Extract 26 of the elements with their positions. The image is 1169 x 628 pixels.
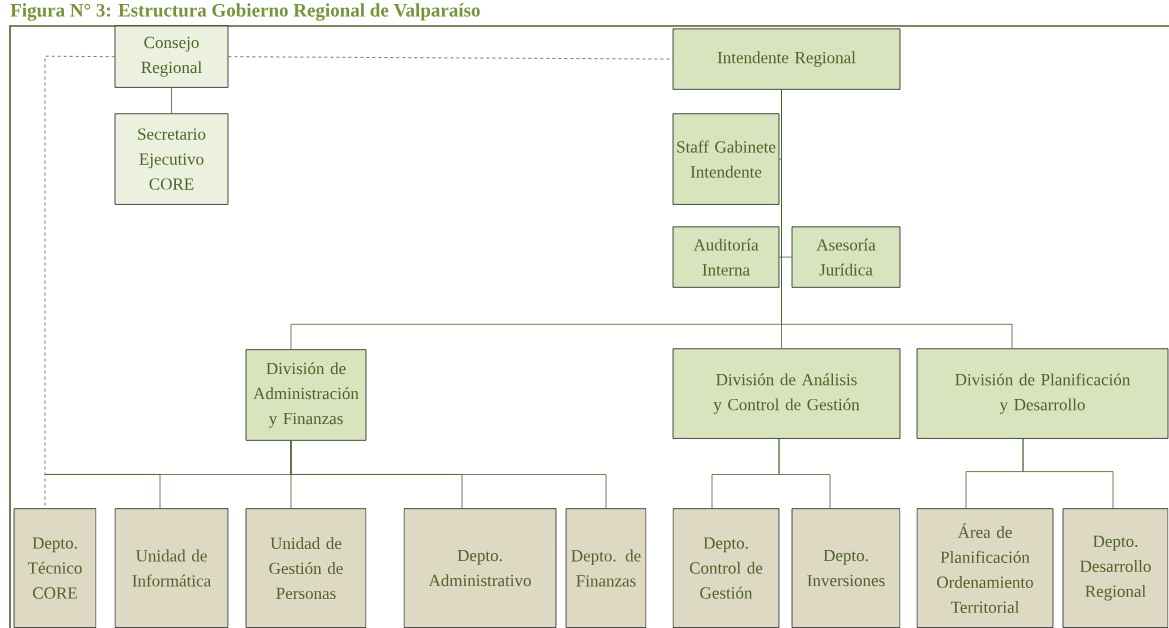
connector-line	[1022, 438, 1114, 509]
office-box: Intendente Regional	[672, 28, 901, 90]
connector-line	[44, 55, 116, 509]
division-box: División de Análisis y Control de Gestión	[672, 348, 901, 439]
connector-line	[781, 89, 1013, 349]
department-box: Área de Planificación Ordenamiento Territorial	[916, 508, 1054, 628]
department-box: Depto. de Finanzas	[565, 508, 647, 628]
department-box: Unidad de Informática	[114, 508, 229, 628]
department-box: Depto. Inversiones	[791, 508, 901, 628]
connector-line	[171, 87, 172, 114]
department-box: Unidad de Gestión de Personas	[245, 508, 367, 628]
department-box: Depto. Control de Gestión	[672, 508, 780, 628]
division-box: División de Administración y Finanzas	[245, 349, 367, 441]
connector-line	[778, 438, 831, 509]
department-box: Depto. Técnico CORE	[13, 508, 97, 628]
office-box: Secretario Ejecutivo CORE	[114, 113, 229, 205]
office-box: Asesoría Jurídica	[791, 226, 901, 288]
office-box: Staff Gabinete Intendente	[672, 113, 780, 205]
office-box: Auditoría Interna	[672, 226, 780, 288]
department-box: Depto. Desarrollo Regional	[1062, 508, 1169, 628]
connector-line	[227, 56, 674, 60]
office-box: Consejo Regional	[114, 25, 229, 88]
division-box: División de Planificación y Desarrollo	[916, 348, 1169, 439]
figure-title: Figura N° 3: Estructura Gobierno Regional de Valparaíso	[10, 3, 480, 21]
connector-line	[290, 440, 607, 509]
department-box: Depto. Administrativo	[403, 508, 557, 628]
